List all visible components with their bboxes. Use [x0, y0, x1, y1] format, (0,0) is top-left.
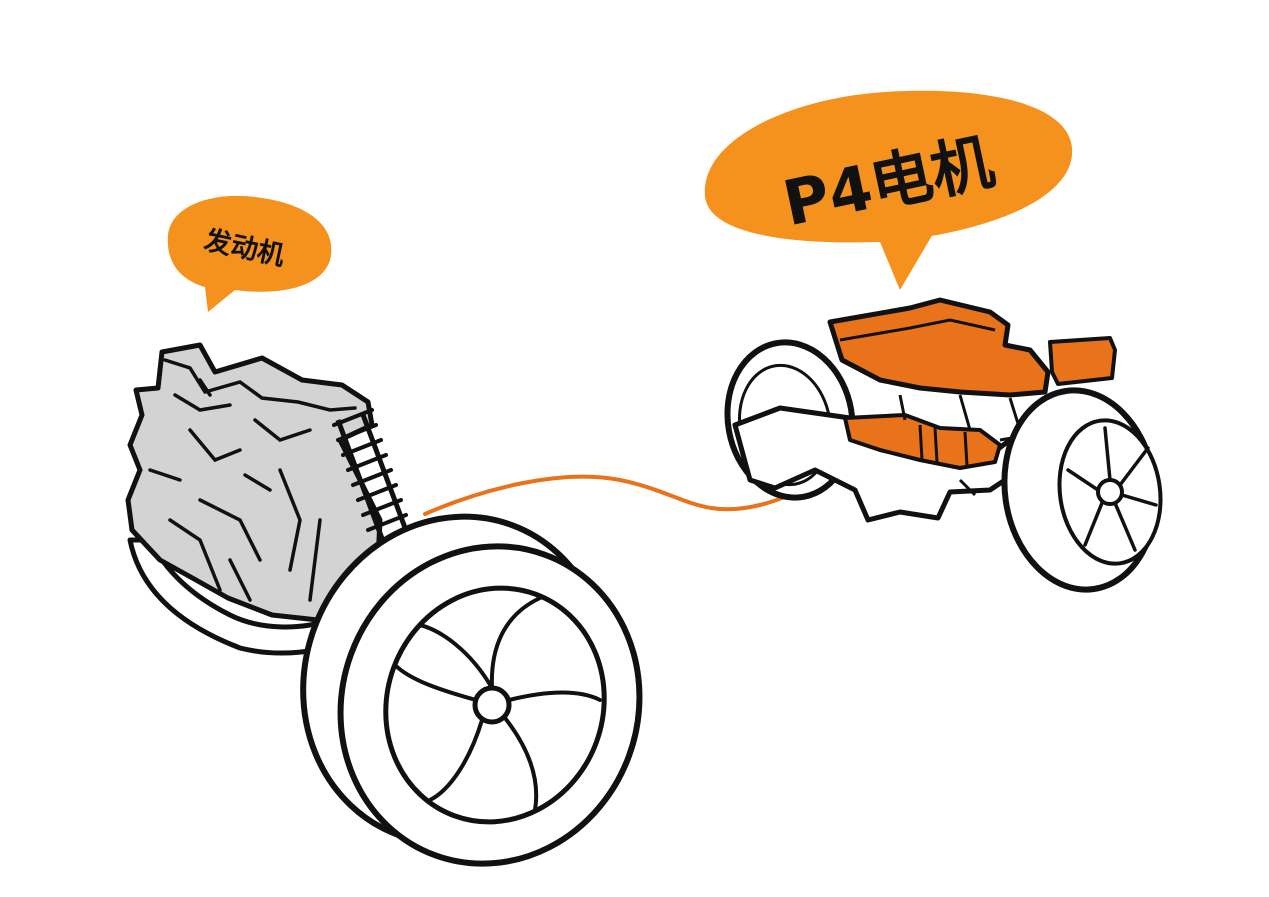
electric-motor-icon [724, 297, 1163, 593]
rear-right-hub [1096, 478, 1124, 506]
strut-left [335, 419, 393, 561]
motor-callout: P4电机 [704, 90, 1073, 290]
motor-lower-lines [898, 394, 1022, 497]
motor-top [827, 297, 1051, 398]
rear-right-spokes [1066, 426, 1158, 552]
motor-controller [1048, 336, 1117, 386]
engine-callout: 发动机 [167, 195, 332, 312]
front-wheel-icon [300, 513, 643, 867]
engine-top-edge [163, 358, 357, 412]
motor-shaft-details [918, 424, 1031, 467]
motor-bubble [704, 90, 1073, 290]
motor-top-highlight [839, 318, 996, 342]
spring-coils [332, 408, 408, 532]
front-spokes [393, 596, 602, 812]
engine-detail-lines [148, 378, 322, 602]
suspension-spring [332, 408, 417, 561]
motor-drive-shaft [843, 413, 1002, 470]
engine-bubble [167, 195, 332, 312]
